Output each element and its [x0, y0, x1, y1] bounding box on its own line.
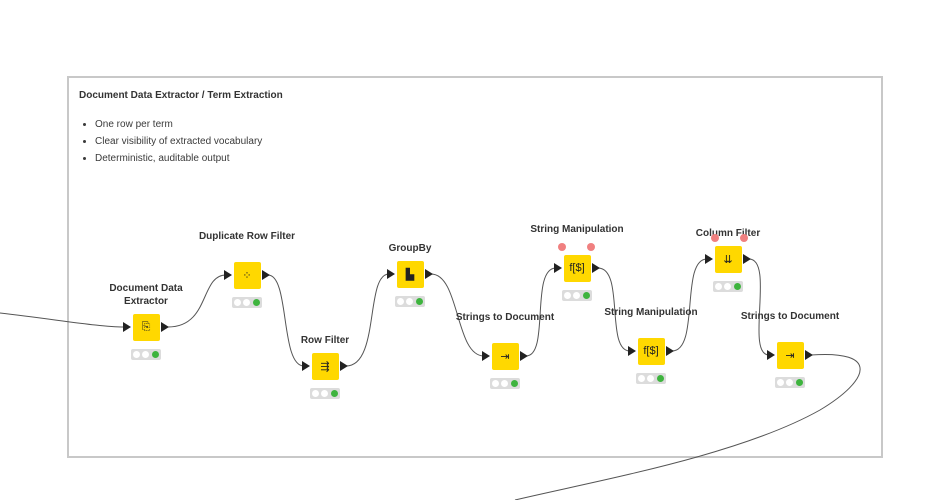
node-status-indicator [395, 296, 425, 307]
node-status-indicator [775, 377, 805, 388]
node-label: String Manipulation [604, 307, 698, 318]
connection [0, 312, 125, 328]
duplicate-dots-icon[interactable]: ⁘ [233, 261, 261, 289]
output-port-icon[interactable] [520, 351, 528, 361]
workflow-annotation[interactable]: Document Data Extractor / Term Extractio… [67, 76, 883, 458]
node-status-indicator [713, 281, 743, 292]
node-status-indicator [636, 373, 666, 384]
node-status-indicator [490, 378, 520, 389]
connection [525, 267, 557, 357]
node-status-indicator [232, 297, 262, 308]
row-filter-icon[interactable]: ⇶ [311, 352, 339, 380]
node-label: Column Filter [695, 228, 761, 239]
output-port-icon[interactable] [425, 269, 433, 279]
annotation-title: Document Data Extractor / Term Extractio… [79, 90, 283, 101]
input-port-icon[interactable] [628, 346, 636, 356]
connection [748, 258, 770, 356]
node-label: Strings to Document [740, 311, 840, 322]
warning-port-icon [587, 243, 595, 251]
warning-port-icon [558, 243, 566, 251]
output-port-icon[interactable] [262, 270, 270, 280]
input-port-icon[interactable] [767, 350, 775, 360]
output-port-icon[interactable] [340, 361, 348, 371]
node-status-indicator [310, 388, 340, 399]
function-icon[interactable]: f[$] [637, 337, 665, 365]
connection [671, 258, 708, 352]
input-port-icon[interactable] [387, 269, 395, 279]
output-port-icon[interactable] [743, 254, 751, 264]
output-port-icon[interactable] [666, 346, 674, 356]
node-label: Strings to Document [455, 312, 555, 323]
annotation-bullet: One row per term [95, 116, 262, 133]
annotation-bullet: Clear visibility of extracted vocabulary [95, 133, 262, 150]
document-extract-icon[interactable]: ⎘ [132, 313, 160, 341]
node-label: GroupBy [388, 243, 432, 254]
connection [514, 353, 861, 500]
connection [597, 267, 631, 352]
input-port-icon[interactable] [554, 263, 562, 273]
node-label: String Manipulation [530, 224, 624, 235]
node-label: Row Filter [300, 335, 350, 346]
warning-port-icon [711, 234, 719, 242]
connection [267, 274, 305, 367]
output-port-icon[interactable] [161, 322, 169, 332]
input-port-icon[interactable] [123, 322, 131, 332]
connection [430, 273, 485, 357]
annotation-bullet: Deterministic, auditable output [95, 150, 262, 167]
function-icon[interactable]: f[$] [563, 254, 591, 282]
output-port-icon[interactable] [805, 350, 813, 360]
node-label: Duplicate Row Filter [198, 231, 296, 242]
output-port-icon[interactable] [592, 263, 600, 273]
input-port-icon[interactable] [302, 361, 310, 371]
node-status-indicator [562, 290, 592, 301]
connection [167, 274, 227, 328]
input-port-icon[interactable] [224, 270, 232, 280]
annotation-bullets: One row per term Clear visibility of ext… [69, 116, 262, 167]
input-port-icon[interactable] [705, 254, 713, 264]
groupby-icon[interactable]: ▙ [396, 260, 424, 288]
node-status-indicator [131, 349, 161, 360]
warning-port-icon [740, 234, 748, 242]
document-convert-icon[interactable]: ⇥ [776, 341, 804, 369]
column-filter-icon[interactable]: ⇊ [714, 245, 742, 273]
node-label: Document Data Extractor [109, 283, 183, 307]
input-port-icon[interactable] [482, 351, 490, 361]
connection [345, 273, 390, 367]
document-convert-icon[interactable]: ⇥ [491, 342, 519, 370]
